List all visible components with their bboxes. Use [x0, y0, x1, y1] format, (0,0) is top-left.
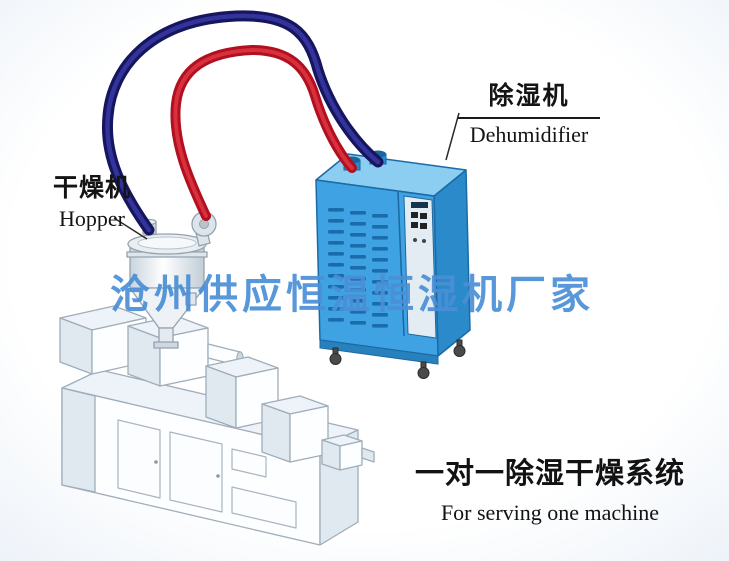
hopper-callout-subtitle: Hopper [59, 206, 125, 231]
extruder-machine [59, 305, 375, 546]
dehumidifier-callout-subtitle: Dehumidifier [458, 117, 600, 148]
caster-wheels [329, 339, 466, 379]
dehumidifier-pointer-line [445, 112, 460, 161]
air-vents [328, 208, 388, 328]
dehumidifier-callout: 除湿机 Dehumidifier [458, 76, 600, 148]
dehumidifier-callout-title: 除湿机 [488, 81, 570, 110]
navy-hose [101, 10, 384, 236]
hopper-pointer-line [113, 217, 148, 240]
control-panel [403, 195, 437, 339]
dehumidifier-cabinet [315, 150, 471, 379]
caption-subtitle: For serving one machine [440, 500, 660, 525]
callout-lines [113, 112, 460, 240]
caption: 一对一除湿干燥系统 For serving one machine [404, 450, 696, 526]
watermark-text: 沧州供应恒温恒湿机厂家 [110, 272, 594, 318]
hopper-dryer [126, 211, 217, 349]
caption-title: 一对一除湿干燥系统 [414, 456, 685, 490]
hopper-callout-title: 干燥机 [52, 173, 131, 202]
hopper-callout: 干燥机 Hopper [42, 168, 142, 232]
red-hose [170, 44, 357, 221]
